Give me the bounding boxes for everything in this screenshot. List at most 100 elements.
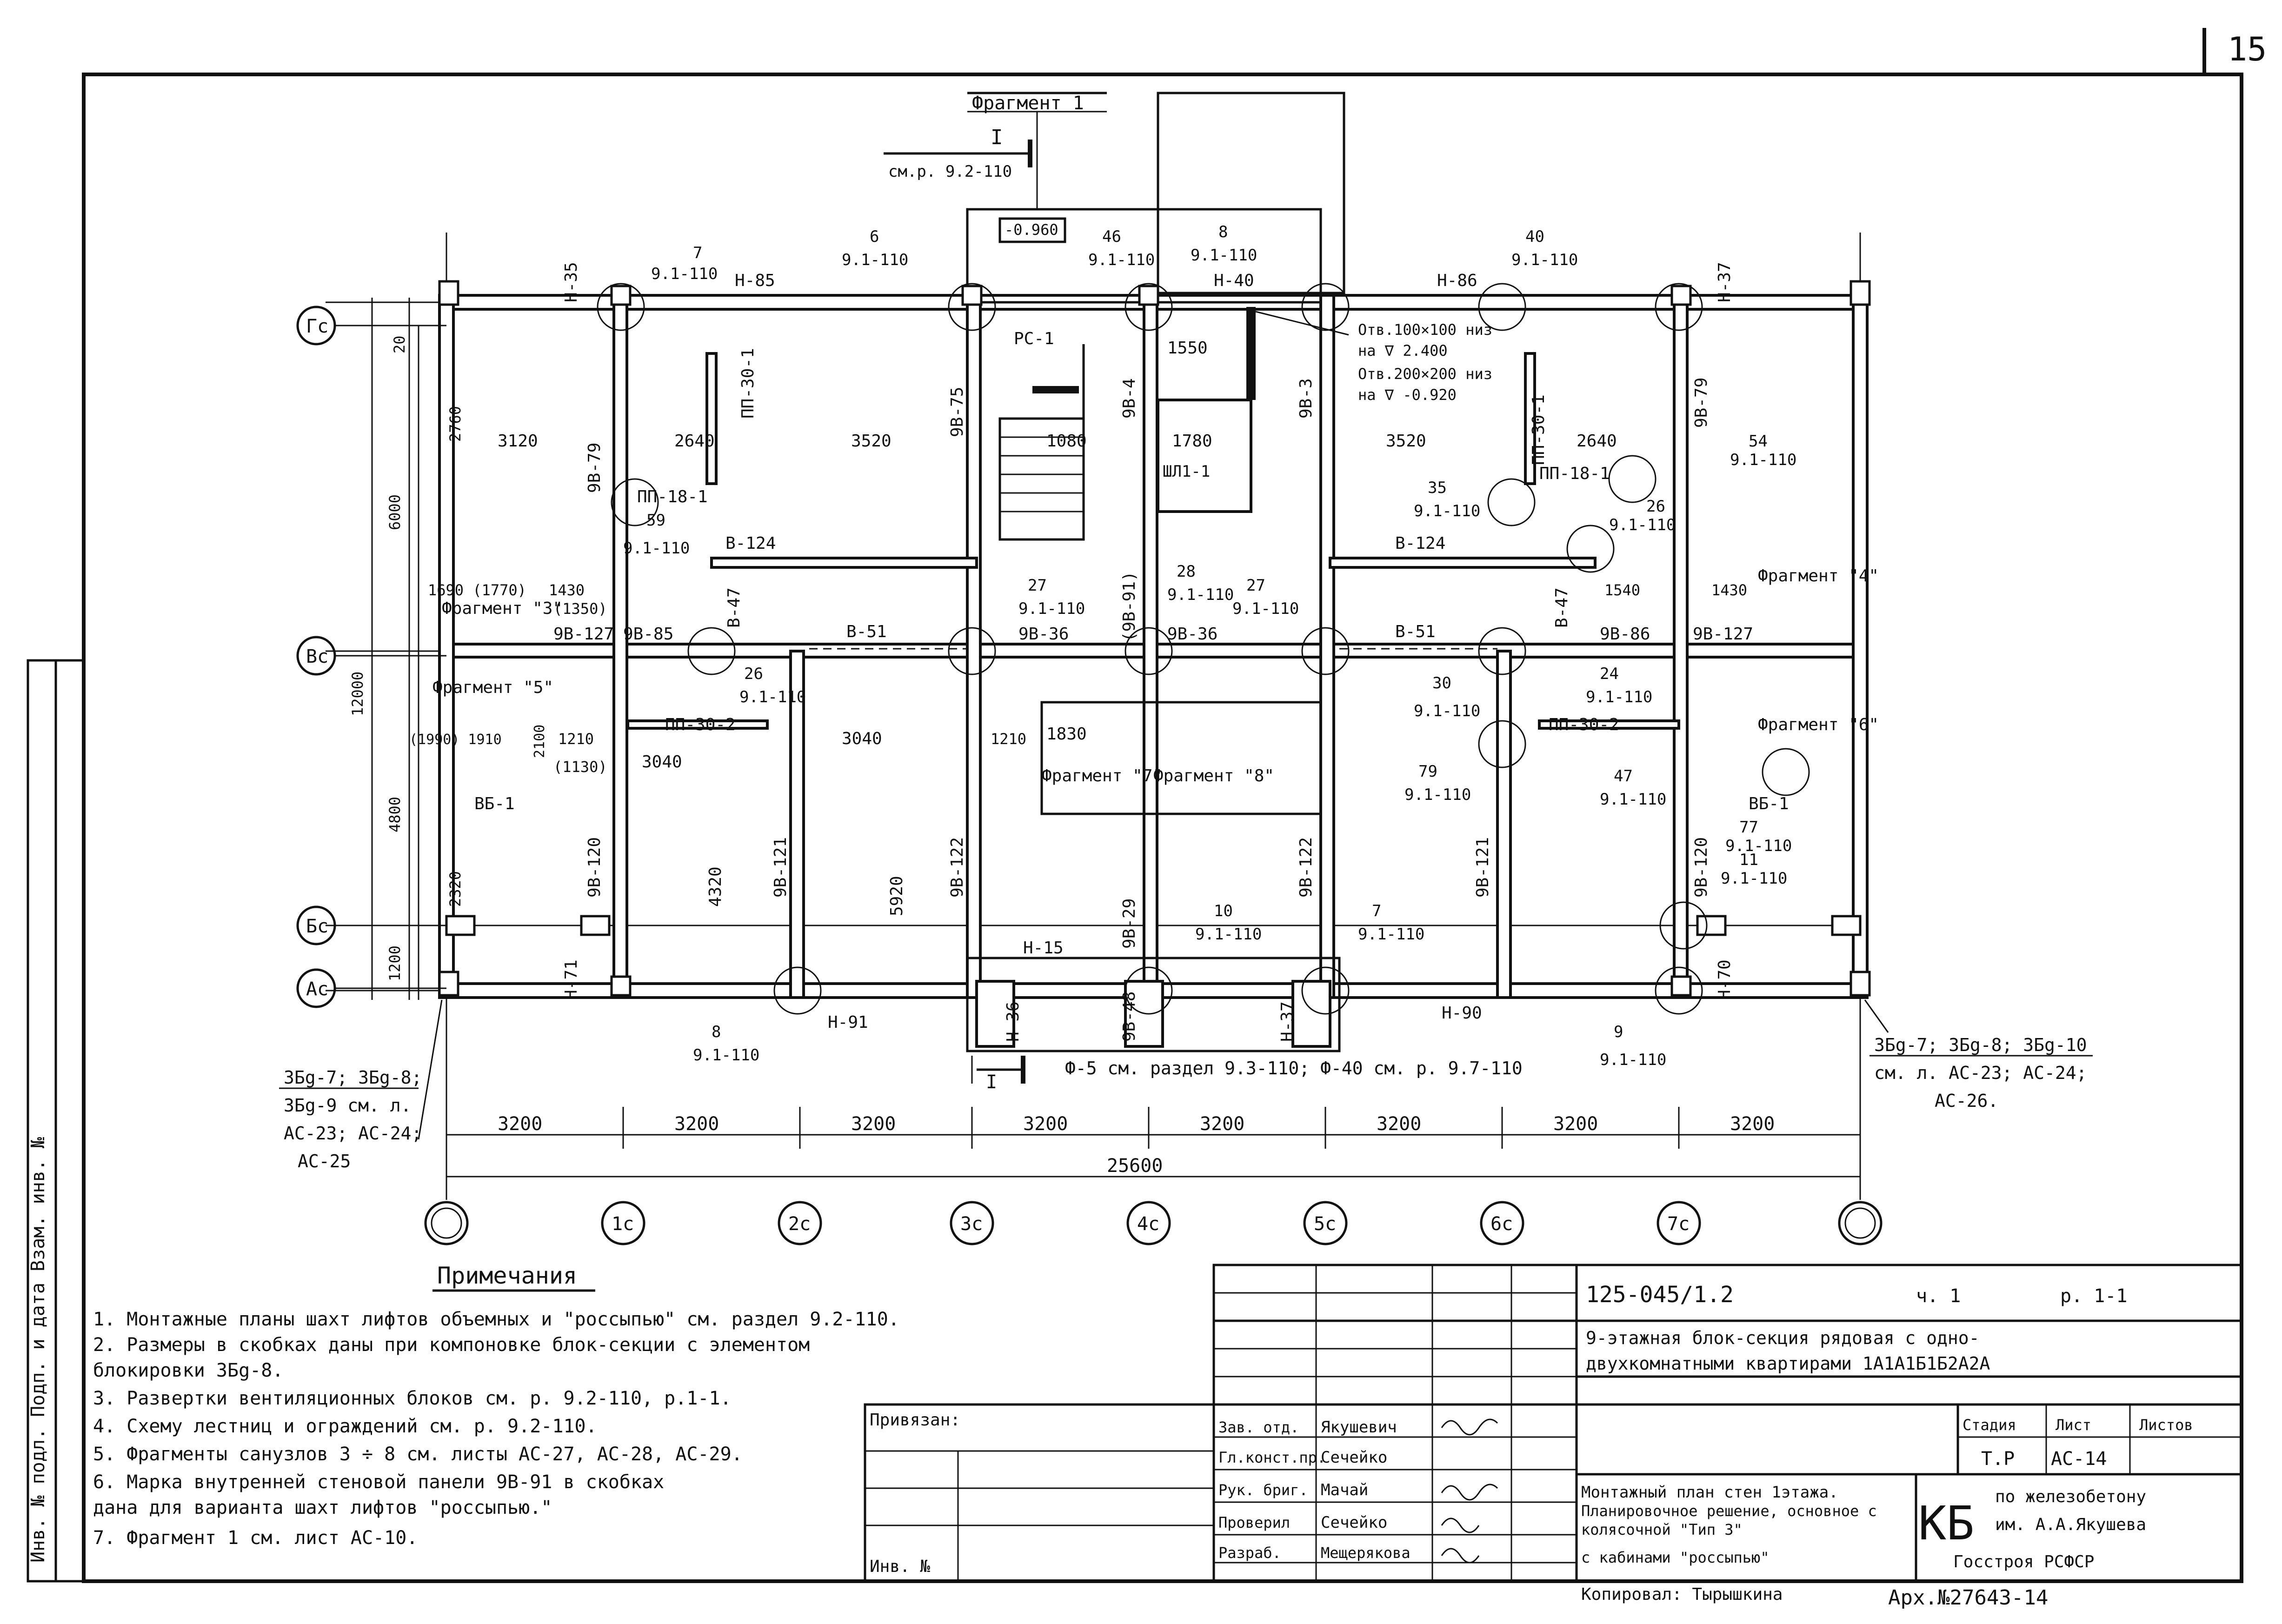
svg-text:9.1-110: 9.1-110	[842, 251, 908, 269]
axis-marker-col	[1838, 1201, 1883, 1245]
svg-text:3200: 3200	[1377, 1113, 1421, 1135]
svg-text:Н-70: Н-70	[1715, 959, 1734, 1000]
svg-text:9.1-110: 9.1-110	[1414, 702, 1480, 720]
svg-text:3520: 3520	[851, 432, 892, 451]
svg-text:7с: 7с	[1667, 1213, 1690, 1235]
svg-text:3200: 3200	[851, 1113, 896, 1135]
svg-text:Стадия: Стадия	[1963, 1416, 2016, 1434]
svg-text:46: 46	[1102, 227, 1121, 246]
svg-text:9: 9	[1614, 1023, 1623, 1041]
top-labels: Фрагмент 1 I см.р. 9.2-110 -0.960	[884, 92, 1107, 243]
svg-text:9В-29: 9В-29	[1120, 899, 1139, 949]
svg-text:9.1-110: 9.1-110	[1232, 599, 1299, 618]
svg-text:РС-1: РС-1	[1014, 329, 1054, 348]
svg-text:по железобетону: по железобетону	[1995, 1487, 2146, 1506]
svg-text:35: 35	[1428, 479, 1447, 497]
svg-text:9.1-110: 9.1-110	[1414, 502, 1480, 520]
svg-text:9-этажная блок-секция рядовая: 9-этажная блок-секция рядовая с одно-	[1586, 1328, 1979, 1348]
svg-text:Н-91: Н-91	[828, 1013, 868, 1032]
row-axes: Гс Вс Бс Ас	[296, 306, 446, 1008]
axis-marker-col	[1126, 1201, 1171, 1245]
svg-text:блокировки 3Бg-8.: блокировки 3Бg-8.	[93, 1360, 283, 1381]
axis-row-label: Бс	[306, 916, 328, 937]
svg-text:Ф-5 см. раздел 9.3-110; Ф-40: Ф-5 см. раздел 9.3-110; Ф-40 см. р. 9.7-…	[1065, 1058, 1523, 1078]
svg-text:Инв. №: Инв. №	[870, 1557, 930, 1576]
svg-text:Копировал: Тырышкина: Копировал: Тырышкина	[1581, 1585, 1783, 1604]
svg-text:Н-90: Н-90	[1442, 1004, 1482, 1023]
org-logo: КБ	[1918, 1496, 1974, 1551]
svg-text:Т.Р: Т.Р	[1981, 1448, 2015, 1470]
section-mark: I	[991, 126, 1003, 149]
svg-text:6с: 6с	[1490, 1213, 1513, 1235]
svg-text:5с: 5с	[1314, 1213, 1336, 1235]
svg-text:(1990) 1910: (1990) 1910	[409, 732, 502, 748]
svg-text:2640: 2640	[674, 432, 715, 451]
svg-text:1210: 1210	[991, 730, 1026, 748]
svg-text:26: 26	[744, 665, 763, 683]
svg-text:3200: 3200	[674, 1113, 719, 1135]
svg-text:9.1-110: 9.1-110	[1725, 837, 1792, 855]
svg-text:40: 40	[1525, 227, 1544, 246]
left-dimensions: 20 2760 6000 12000 4800 2320 1200	[349, 298, 464, 1000]
svg-text:9.1-110: 9.1-110	[651, 265, 718, 283]
axis-marker-col	[601, 1201, 645, 1245]
right-reference-note: 3Бg-7; 3Бg-8; 3Бg-10 см. л. АС-23; АС-24…	[1870, 1035, 2093, 1111]
svg-text:Н-85: Н-85	[735, 271, 775, 290]
svg-text:9.1-110: 9.1-110	[1600, 790, 1666, 809]
svg-text:Фрагмент "8": Фрагмент "8"	[1153, 766, 1274, 785]
svg-text:ПП-18-1: ПП-18-1	[1539, 464, 1610, 483]
svg-text:30: 30	[1432, 674, 1451, 692]
svg-text:9В-79: 9В-79	[585, 443, 604, 493]
svg-text:77: 77	[1739, 818, 1758, 837]
svg-text:79: 79	[1418, 762, 1437, 781]
svg-text:Н-15: Н-15	[1023, 938, 1064, 958]
svg-text:колясочной "Тип 3": колясочной "Тип 3"	[1581, 1521, 1743, 1538]
axis-marker-row	[296, 306, 336, 346]
svg-text:см. л. АС-23; АС-24;: см. л. АС-23; АС-24;	[1874, 1063, 2087, 1083]
fragment-1-label: Фрагмент 1	[972, 93, 1084, 114]
svg-text:9В-48: 9В-48	[1120, 992, 1139, 1042]
svg-text:1690 (1770): 1690 (1770)	[428, 581, 526, 599]
svg-text:Н-40: Н-40	[1214, 271, 1254, 290]
axis-marker-col	[1303, 1201, 1348, 1245]
axis-marker-row	[296, 968, 336, 1008]
svg-text:9.1-110: 9.1-110	[1600, 1051, 1666, 1069]
svg-text:1. Монтажные планы шахт лифтов: 1. Монтажные планы шахт лифтов объемных …	[93, 1309, 899, 1330]
svg-text:дана для варианта шахт лифтов: дана для варианта шахт лифтов "россыпью.…	[93, 1497, 552, 1518]
column-axes: 1с 2с 3с 4с 5с 6с 7с	[424, 1177, 1883, 1245]
svg-text:В-47: В-47	[1552, 587, 1571, 628]
fragment-labels: Фрагмент "3" Фрагмент "4" Фрагмент "5" Ф…	[432, 566, 1879, 785]
bottom-section-note: I Ф-5 см. раздел 9.3-110; Ф-40 см. р. 9.…	[971, 1056, 1523, 1093]
svg-text:3. Развертки вентиляционных бл: 3. Развертки вентиляционных блоков см. р…	[93, 1388, 732, 1409]
svg-text:ч. 1: ч. 1	[1916, 1285, 1961, 1307]
svg-text:25600: 25600	[1107, 1155, 1163, 1177]
svg-text:9В-36: 9В-36	[1167, 625, 1218, 644]
svg-text:9В-120: 9В-120	[1692, 837, 1711, 898]
svg-text:20: 20	[391, 335, 408, 353]
svg-text:В-47: В-47	[725, 587, 744, 628]
svg-text:на ∇ -0.920: на ∇ -0.920	[1358, 386, 1457, 404]
svg-text:Фрагмент "4": Фрагмент "4"	[1758, 566, 1879, 586]
svg-text:АС-23; АС-24;: АС-23; АС-24;	[284, 1123, 422, 1144]
svg-text:3040: 3040	[842, 729, 882, 748]
svg-text:1200: 1200	[386, 945, 404, 981]
svg-text:9.1-110: 9.1-110	[1511, 251, 1578, 269]
svg-text:1550: 1550	[1167, 339, 1208, 358]
svg-text:Н-37: Н-37	[1278, 1001, 1297, 1042]
svg-text:Н-86: Н-86	[1437, 271, 1477, 290]
svg-text:В-124: В-124	[725, 534, 776, 553]
svg-text:9В-86: 9В-86	[1600, 625, 1650, 644]
svg-text:ПП-30-2: ПП-30-2	[1549, 715, 1619, 734]
axis-marker-row	[296, 636, 336, 676]
svg-text:Н-35: Н-35	[562, 262, 581, 302]
svg-text:9.1-110: 9.1-110	[693, 1046, 759, 1065]
svg-text:Фрагмент "7": Фрагмент "7"	[1042, 766, 1163, 785]
svg-text:на ∇ 2.400: на ∇ 2.400	[1358, 342, 1448, 359]
svg-text:3Бg-9 см. л.: 3Бg-9 см. л.	[284, 1095, 412, 1116]
svg-text:Разраб.: Разраб.	[1218, 1544, 1281, 1562]
svg-text:28: 28	[1177, 562, 1196, 581]
svg-text:9В-122: 9В-122	[1297, 837, 1316, 898]
svg-text:АС-26.: АС-26.	[1935, 1091, 1998, 1111]
svg-text:3120: 3120	[498, 432, 538, 451]
svg-text:27: 27	[1028, 576, 1047, 595]
